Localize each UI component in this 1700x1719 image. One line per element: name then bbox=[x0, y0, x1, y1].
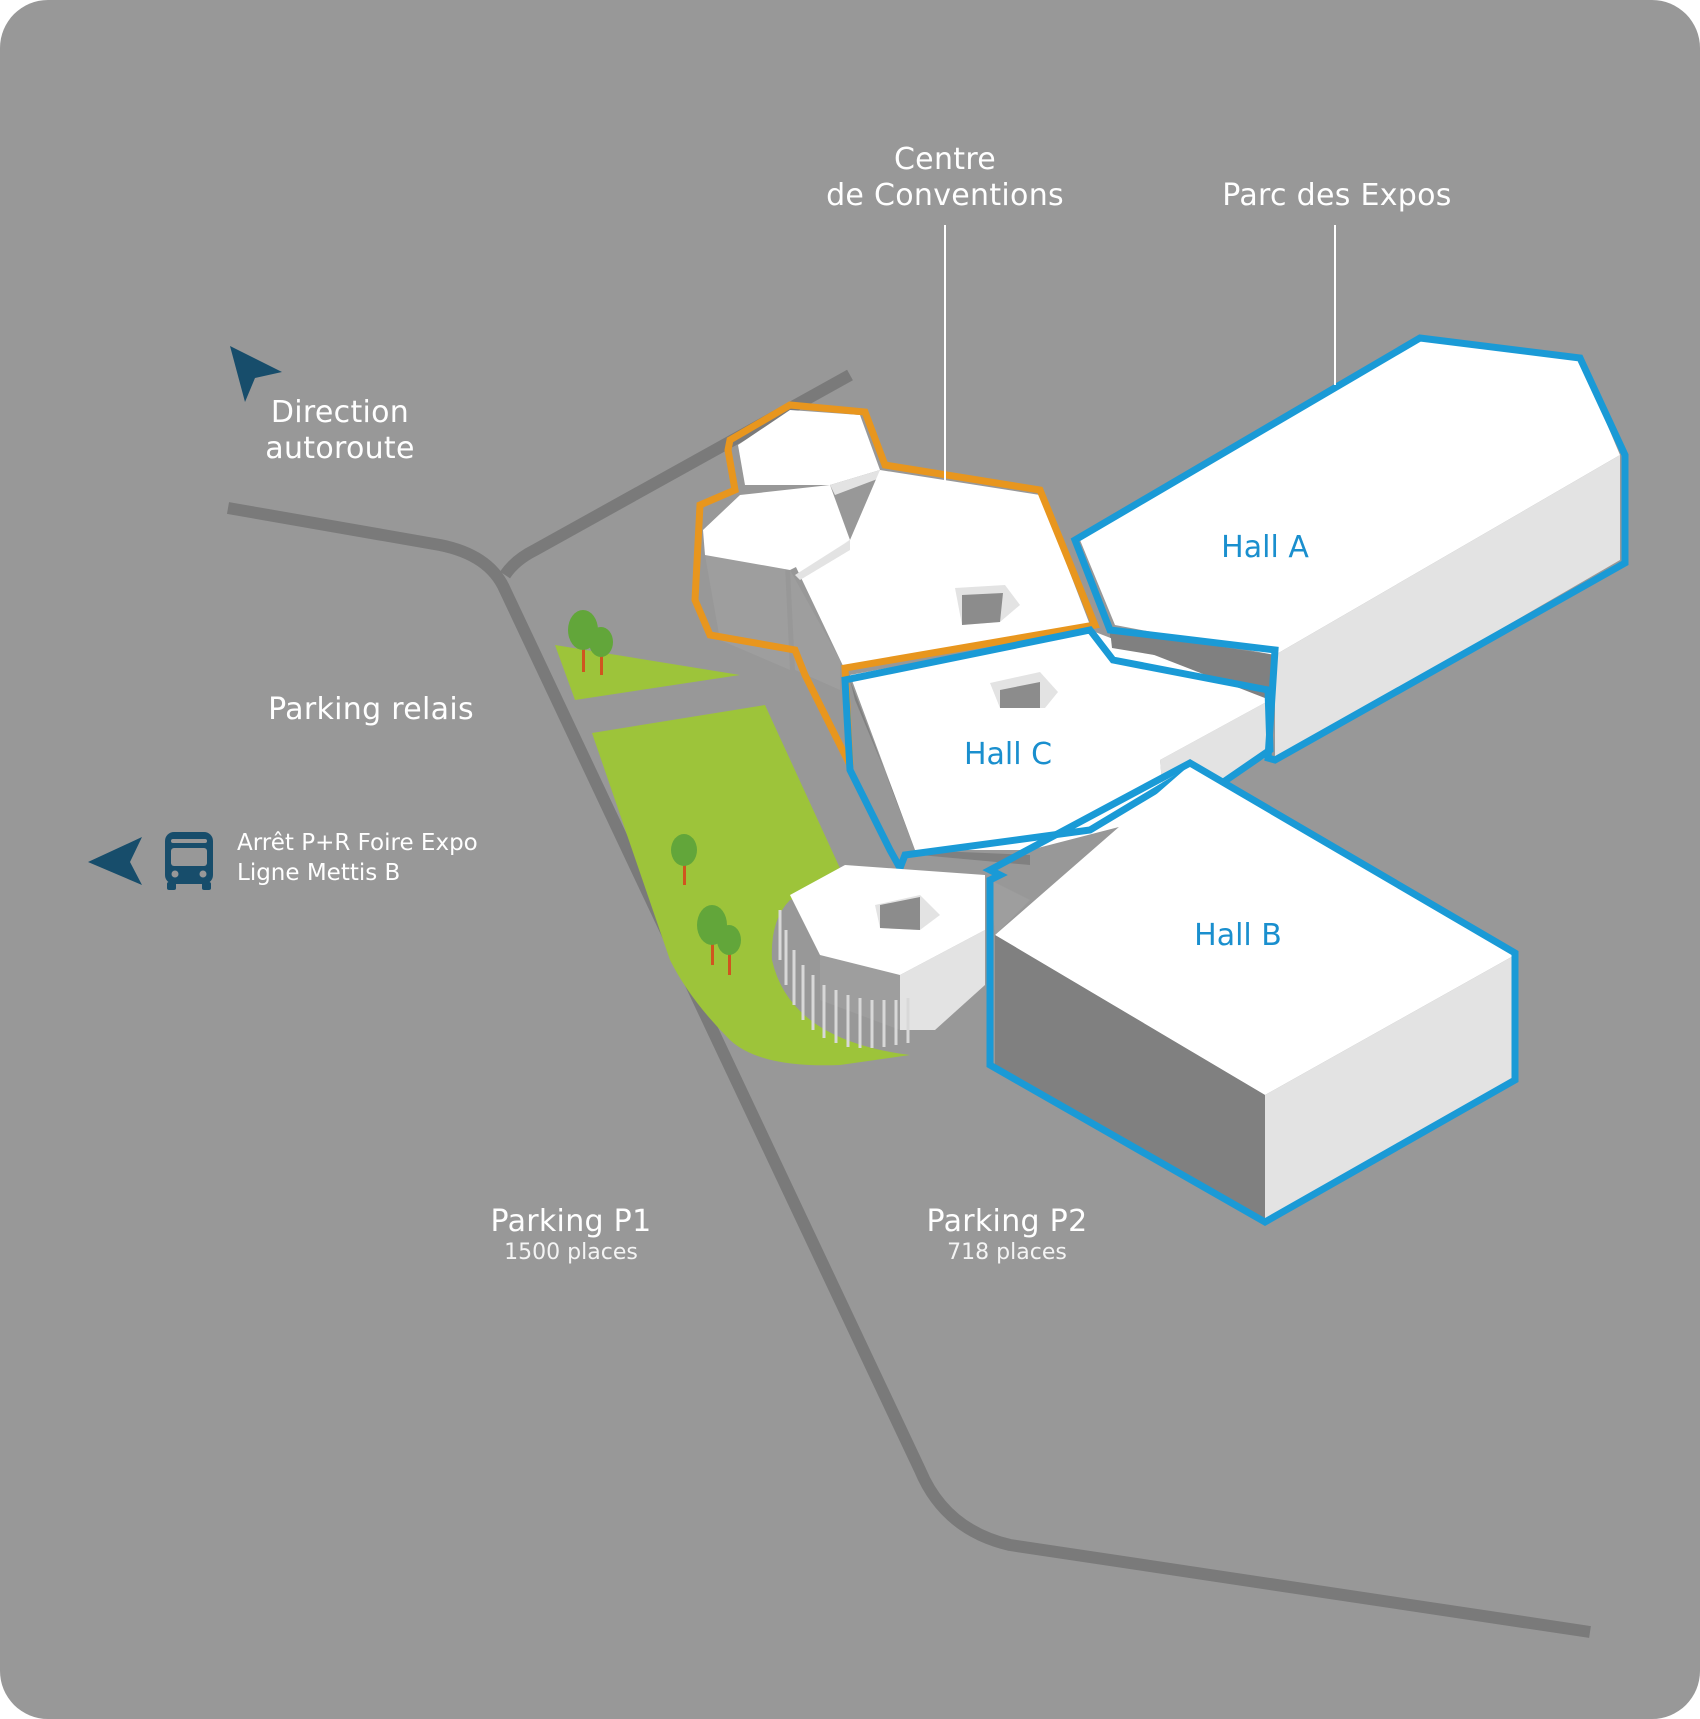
tree-icon bbox=[671, 834, 697, 885]
bus-stop-line2: Ligne Mettis B bbox=[237, 860, 401, 886]
hall-c-label: Hall C bbox=[963, 737, 1053, 772]
trees bbox=[568, 610, 741, 975]
convention-main-side bbox=[795, 540, 850, 580]
hall-c-skylight-inner bbox=[1000, 682, 1040, 708]
parc-expos-label: Parc des Expos bbox=[1222, 178, 1452, 213]
roads bbox=[226, 369, 1591, 1638]
bus-stop-label: Arrêt P+R Foire Expo Ligne Mettis B bbox=[237, 828, 478, 888]
hall-b-left-side bbox=[995, 935, 1265, 1220]
parking-p1-label: Parking P1 1500 places bbox=[491, 1204, 652, 1266]
convention-centre-building bbox=[691, 401, 1100, 767]
parking-p2-capacity: 718 places bbox=[947, 1240, 1067, 1265]
hall-b-building bbox=[982, 758, 1519, 1227]
hall-a-front-shadow bbox=[1110, 630, 1275, 675]
convention-upper-side bbox=[830, 470, 880, 495]
hall-a-label: Hall A bbox=[1221, 530, 1309, 565]
hall-b-right-side bbox=[1265, 955, 1515, 1220]
road-highway-access bbox=[226, 502, 1591, 1638]
convention-upper-roof bbox=[738, 410, 880, 485]
hall-b-outline bbox=[982, 758, 1519, 1227]
parking-relais-label: Parking relais bbox=[268, 692, 474, 727]
hall-b-roof bbox=[995, 765, 1515, 1095]
rotunda-side bbox=[820, 955, 900, 1030]
left-arrow-icon bbox=[88, 837, 142, 885]
bus-icon bbox=[165, 832, 213, 890]
hall-b-label: Hall B bbox=[1194, 918, 1282, 953]
convention-outline bbox=[691, 401, 1100, 767]
parking-p2-label: Parking P2 718 places bbox=[927, 1204, 1088, 1266]
convention-main-roof bbox=[795, 470, 1090, 670]
tree-icon bbox=[717, 925, 741, 975]
convention-lower-roof bbox=[703, 485, 850, 570]
hall-c-outline bbox=[841, 626, 1274, 877]
hall-b-link bbox=[990, 880, 1030, 935]
direction-arrow-icon bbox=[230, 346, 282, 402]
hall-a-right-side bbox=[1275, 455, 1620, 760]
direction-label-line1: Direction bbox=[270, 395, 410, 430]
convention-skylight-inner bbox=[962, 593, 1003, 625]
road-north-branch bbox=[500, 369, 853, 579]
leader-lines bbox=[944, 225, 1336, 485]
centre-conventions-label: Centre de Conventions bbox=[826, 142, 1064, 214]
rotunda-building bbox=[778, 865, 985, 1048]
hall-c-roof bbox=[850, 630, 1270, 850]
hall-a-building bbox=[1070, 334, 1629, 764]
hall-a-outline bbox=[1070, 334, 1629, 764]
direction-autoroute-label: Direction autoroute bbox=[265, 395, 414, 467]
tree-icon bbox=[589, 627, 613, 675]
parking-p2-title: Parking P2 bbox=[926, 1204, 1088, 1239]
bus-stop-line1: Arrêt P+R Foire Expo bbox=[237, 830, 478, 856]
parking-p1-capacity: 1500 places bbox=[504, 1240, 638, 1265]
centre-label-line1: Centre bbox=[893, 142, 997, 177]
centre-label-line2: de Conventions bbox=[826, 178, 1064, 213]
rotunda-right-side bbox=[900, 930, 985, 1030]
hall-a-roof bbox=[1080, 340, 1620, 655]
parking-p1-title: Parking P1 bbox=[490, 1204, 652, 1239]
rotunda-colonnade bbox=[778, 910, 910, 1048]
grass-large-area bbox=[592, 705, 910, 1066]
direction-label-line2: autoroute bbox=[265, 431, 415, 466]
rotunda-skylight-inner bbox=[880, 897, 920, 930]
